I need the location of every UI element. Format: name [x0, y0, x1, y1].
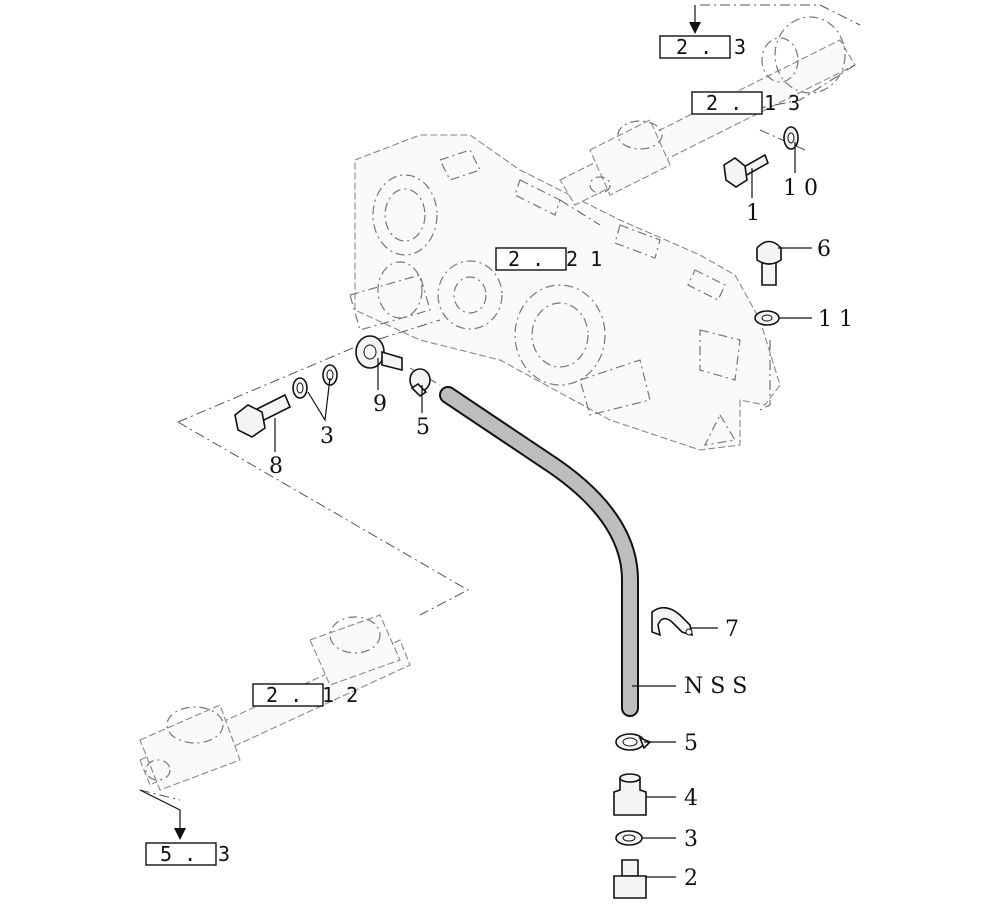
- ref-label-gearbox: 2 . 2 1: [495, 247, 602, 271]
- ref-lower-shaft-suffix: 1 2: [322, 683, 358, 707]
- callout-3-left: 3: [320, 424, 334, 449]
- washer-part-11: [754, 310, 780, 326]
- ref-label-upper-shaft: 2 . 1 3: [691, 91, 800, 115]
- callout-1: 1: [746, 201, 760, 226]
- ref-upper-shaft-suffix: 1 3: [764, 91, 800, 115]
- callout-8: 8: [269, 454, 283, 479]
- callout-6: 6: [817, 237, 831, 262]
- callout-9: 9: [373, 392, 387, 417]
- reference-arrows: [139, 5, 701, 840]
- ref-label-top: 2 . 3: [659, 35, 746, 59]
- bolt-part-1: [723, 153, 769, 188]
- ref-bottom-box-text: 5 .: [160, 842, 196, 866]
- ref-lower-shaft-box-text: 2 .: [266, 683, 302, 707]
- callout-5-lower: 5: [684, 731, 698, 756]
- washer-part-3-lower: [615, 830, 643, 846]
- adapter-part-4: [613, 773, 647, 816]
- washer-part-10: [783, 126, 799, 150]
- assembly-centerlines: [139, 129, 806, 801]
- ref-label-bottom: 5 . 3: [145, 842, 230, 866]
- callout-3-lower: 3: [684, 827, 698, 852]
- hydraulic-hose: [439, 386, 639, 717]
- leader-lines: [274, 142, 812, 878]
- callout-nss: N S S: [684, 674, 747, 699]
- banjo-fitting-part-9: [355, 335, 403, 372]
- gearbox-ghost: [349, 134, 781, 451]
- banjo-bolt-part-6: [756, 240, 782, 286]
- ref-top-suffix: 3: [734, 35, 746, 59]
- callout-5-upper: 5: [416, 415, 430, 440]
- callout-11: 1 1: [818, 307, 853, 332]
- lower-drive-shaft-ghost: [139, 614, 411, 791]
- callout-4: 4: [684, 786, 698, 811]
- callout-labels: 1 1 0 6 1 1 9 3 5 8 7 N S S 5 4 3 2: [269, 176, 853, 891]
- fitting-part-2: [613, 859, 647, 899]
- washers-part-3: [292, 364, 338, 399]
- ref-upper-shaft-box-text: 2 .: [706, 91, 742, 115]
- upper-drive-shaft-ghost: [559, 4, 861, 206]
- ref-bottom-suffix: 3: [218, 842, 230, 866]
- callout-10: 1 0: [783, 176, 818, 201]
- ref-top-box-text: 2 .: [676, 35, 712, 59]
- callout-7: 7: [725, 617, 739, 642]
- ref-label-lower-shaft: 2 . 1 2: [252, 683, 358, 707]
- hose-clamp-part-5-lower: [615, 733, 652, 751]
- bolt-part-8: [234, 393, 292, 438]
- ref-gearbox-suffix: 2 1: [566, 247, 602, 271]
- ref-gearbox-box-text: 2 .: [508, 247, 544, 271]
- p-clip-part-7: [651, 606, 694, 637]
- hose-clamp-part-5-upper: [409, 368, 431, 398]
- callout-2: 2: [684, 866, 698, 891]
